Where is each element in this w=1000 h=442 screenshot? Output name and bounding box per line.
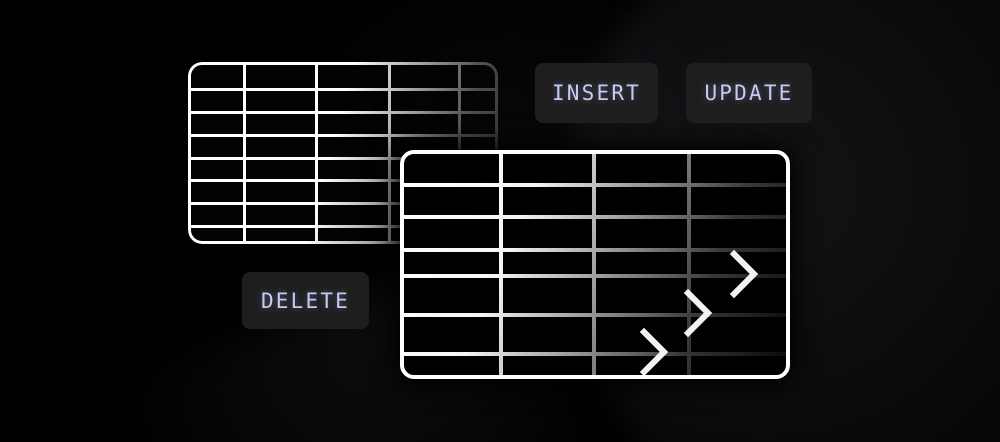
back-table-row-divider [191, 225, 495, 228]
delete-button[interactable]: DELETE [242, 272, 369, 329]
update-button[interactable]: UPDATE [686, 63, 812, 123]
front-table-grid [404, 154, 786, 375]
back-table-row-divider [191, 134, 495, 137]
back-table-column-divider [243, 65, 246, 241]
front-table[interactable] [400, 150, 790, 379]
front-table-row-divider [404, 183, 786, 187]
back-table-row-divider [191, 88, 495, 91]
back-table-row-divider [191, 202, 495, 205]
front-table-row-divider [404, 215, 786, 219]
back-table-column-divider [315, 65, 318, 241]
front-table-column-divider [499, 154, 503, 375]
back-table-column-divider [388, 65, 391, 241]
back-table-row-divider [191, 157, 495, 160]
front-table-column-divider [687, 154, 691, 375]
front-table-column-divider [592, 154, 596, 375]
back-table-row-divider [191, 179, 495, 182]
back-table-row-divider [191, 111, 495, 114]
front-table-row-divider [404, 313, 786, 317]
front-table-row-divider [404, 274, 786, 278]
insert-button[interactable]: INSERT [535, 63, 658, 123]
front-table-row-divider [404, 352, 786, 356]
front-table-row-divider [404, 248, 786, 252]
